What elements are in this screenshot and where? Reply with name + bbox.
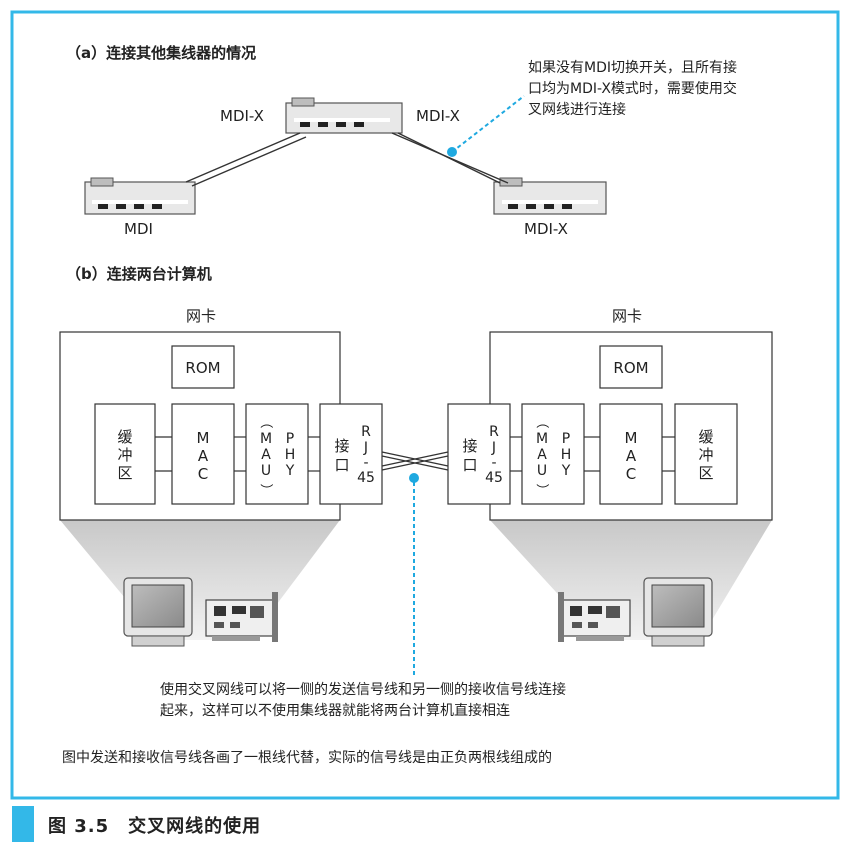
- phy-left-mau-3: A: [261, 447, 271, 463]
- phy-right-char-3: Y: [561, 463, 571, 479]
- label-mdix-left: MDI-X: [220, 107, 264, 125]
- phy-left-mau-4: U: [261, 463, 271, 479]
- port-left-cn-2: 口: [334, 456, 349, 474]
- phy-left-char-3: Y: [285, 463, 295, 479]
- buffer-left-char-2: 冲: [117, 446, 132, 464]
- phy-right-char-2: H: [561, 447, 572, 463]
- nic-card-right-icon: [558, 592, 631, 642]
- rom-right: [599, 345, 663, 389]
- nic-left-label: 网卡: [186, 307, 216, 325]
- buffer-left-char-1: 缓: [117, 428, 132, 446]
- phy-left-mau-1: （: [258, 415, 273, 428]
- label-mdix-bottom: MDI-X: [524, 220, 568, 238]
- rom-right-label: ROM: [613, 359, 648, 377]
- section-b-title: （b）连接两台计算机: [66, 265, 212, 283]
- hub-top: [285, 97, 403, 134]
- note-a-line1: 如果没有MDI切换开关，且所有接: [528, 59, 737, 76]
- phy-left-mau-5: ）: [258, 483, 273, 496]
- nic-right-label: 网卡: [612, 307, 642, 325]
- hub-right: [493, 177, 607, 215]
- buffer-right-char-1: 缓: [698, 428, 713, 446]
- label-mdi: MDI: [124, 220, 153, 238]
- port-right-rj-4: 45: [485, 470, 503, 486]
- cable-left: [185, 132, 307, 187]
- figure-caption: 图 3.5 交叉网线的使用: [48, 816, 262, 837]
- port-right-rj-1: R: [489, 424, 499, 440]
- crossover-cable-right: [391, 132, 509, 184]
- phy-left: [245, 403, 309, 505]
- phy-right-char-1: P: [562, 431, 570, 447]
- note-a-line2: 口均为MDI-X模式时，需要使用交: [528, 80, 737, 97]
- buffer-left: [94, 403, 156, 505]
- port-left: [319, 403, 383, 505]
- callout-b-dot: [409, 473, 419, 483]
- port-left-rj-4: 45: [357, 470, 375, 486]
- phy-right: [521, 403, 585, 505]
- mac-right-char-2: A: [626, 447, 637, 465]
- mac-right-char-1: M: [625, 429, 638, 447]
- callout-a-dot: [447, 147, 457, 157]
- phy-right-mau-3: A: [537, 447, 547, 463]
- mac-left-char-1: M: [197, 429, 210, 447]
- note-b-line1: 使用交叉网线可以将一侧的发送信号线和另一侧的接收信号线连接: [160, 681, 566, 698]
- port-left-cn-1: 接: [334, 437, 349, 455]
- port-right-cn-1: 接: [462, 437, 477, 455]
- mac-left-char-3: C: [198, 465, 208, 483]
- mac-left-char-2: A: [198, 447, 209, 465]
- hub-left: [84, 177, 196, 215]
- phy-left-char-1: P: [286, 431, 294, 447]
- port-right-rj-2: J: [491, 440, 496, 456]
- phy-right-mau-2: M: [536, 431, 548, 447]
- port-right: [447, 403, 511, 505]
- phy-right-mau-1: （: [534, 415, 549, 428]
- callout-a-leader: [451, 95, 525, 153]
- buffer-right: [674, 403, 738, 505]
- section-a-title: （a）连接其他集线器的情况: [66, 44, 256, 62]
- mac-right: [599, 403, 663, 505]
- computer-monitor-left-icon: [123, 577, 193, 647]
- buffer-right-char-2: 冲: [698, 446, 713, 464]
- footnote: 图中发送和接收信号线各画了一根线代替，实际的信号线是由正负两根线组成的: [62, 749, 552, 766]
- nic-card-left-icon: [205, 592, 278, 642]
- port-right-cn-2: 口: [462, 456, 477, 474]
- port-right-rj-3: -: [491, 455, 496, 471]
- phy-left-mau-2: M: [260, 431, 272, 447]
- buffer-left-char-3: 区: [117, 464, 132, 482]
- rom-left-label: ROM: [185, 359, 220, 377]
- rom-left: [171, 345, 235, 389]
- caption-accent: [12, 806, 34, 842]
- port-left-rj-1: R: [361, 424, 371, 440]
- mac-right-char-3: C: [626, 465, 636, 483]
- phy-left-char-2: H: [285, 447, 296, 463]
- signal-lines-left: [155, 436, 320, 472]
- crossover-cable-b: [381, 451, 449, 471]
- buffer-right-char-3: 区: [698, 464, 713, 482]
- port-left-rj-3: -: [363, 455, 368, 471]
- label-mdix-right: MDI-X: [416, 107, 460, 125]
- phy-right-mau-5: ）: [534, 483, 549, 496]
- phy-right-mau-4: U: [537, 463, 547, 479]
- port-left-rj-2: J: [363, 440, 368, 456]
- signal-lines-right: [510, 436, 675, 472]
- mac-left: [171, 403, 235, 505]
- note-b-line2: 起来，这样可以不使用集线器就能将两台计算机直接相连: [160, 702, 510, 719]
- computer-monitor-right-icon: [643, 577, 713, 647]
- note-a-line3: 叉网线进行连接: [528, 101, 626, 118]
